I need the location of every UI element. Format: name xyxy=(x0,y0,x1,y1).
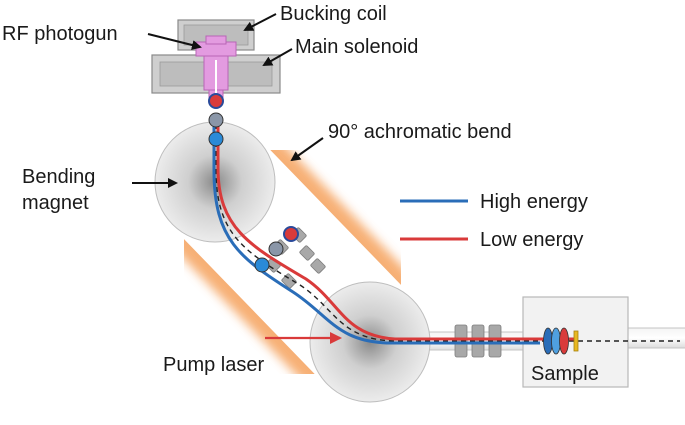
achromatic-bend-arrow xyxy=(290,137,324,162)
achromatic-bend-label: 90° achromatic bend xyxy=(328,121,512,143)
bunch-mid-high xyxy=(254,257,270,273)
rf-photogun-label: RF photogun xyxy=(2,23,118,45)
electron-bunches-midpoint xyxy=(254,226,299,273)
main-solenoid-arrow xyxy=(262,48,293,66)
electron-bunches-sample xyxy=(543,327,569,355)
quadrupole-magnets-straight xyxy=(454,324,502,358)
legend: High energy Low energy xyxy=(400,191,588,251)
label-arrows xyxy=(132,13,324,188)
legend-low-energy-label: Low energy xyxy=(480,229,583,251)
beam-trajectories xyxy=(212,115,680,345)
main-solenoid-label: Main solenoid xyxy=(295,36,418,58)
high-energy-trajectory xyxy=(212,115,540,345)
legend-high-energy-label: High energy xyxy=(480,191,588,213)
bucking-coil-arrow xyxy=(243,13,277,31)
bunch-low-energy xyxy=(208,93,224,109)
bunch-reference xyxy=(208,112,224,128)
bunch-mid-low xyxy=(283,226,299,242)
bucking-coil-label: Bucking coil xyxy=(280,3,387,25)
low-energy-trajectory xyxy=(216,115,575,341)
sample-label: Sample xyxy=(531,363,599,385)
electron-bunches-gun xyxy=(208,93,224,147)
sample-target xyxy=(573,330,579,352)
bunch-high-energy xyxy=(208,131,224,147)
pump-laser-label: Pump laser xyxy=(163,354,264,376)
rf-photogun-arrow xyxy=(147,33,202,50)
bending-magnet-label-line2: magnet xyxy=(22,192,89,214)
bunch-mid-reference xyxy=(268,241,284,257)
bending-magnet-label-line1: Bending xyxy=(22,166,95,188)
